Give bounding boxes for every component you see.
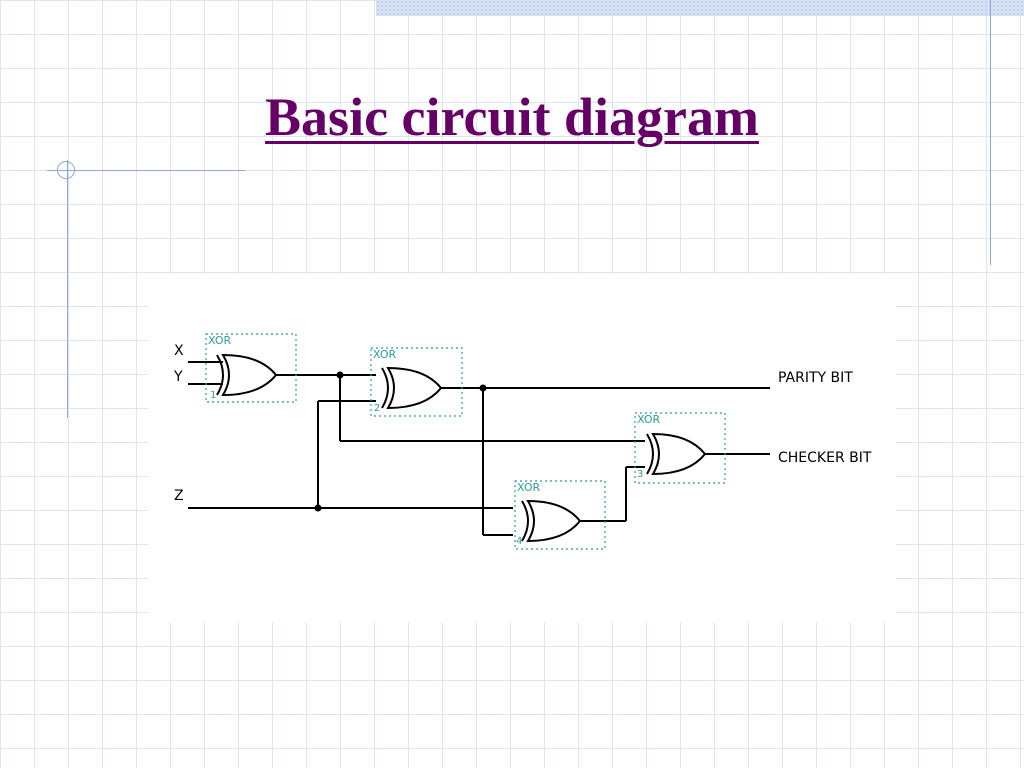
gate-number-label: 4 [516, 536, 522, 547]
circuit-diagram-svg: XOR 1 XOR 2 XOR 3 XOR 4 [173, 333, 872, 550]
gate-box-1 [205, 333, 297, 403]
xor-gate-body [526, 499, 582, 543]
gate-box-3 [634, 412, 726, 484]
junction-dot-3 [314, 504, 322, 512]
junction-dot-1 [336, 371, 344, 379]
gate-type-label: XOR [373, 348, 396, 361]
xor-back-curve [216, 354, 224, 396]
xor-back-curve [381, 367, 389, 409]
top-decorative-band [376, 0, 1024, 16]
gate-type-label: XOR [637, 413, 660, 426]
xor-back-curve [521, 500, 529, 542]
gate-number-label: 3 [637, 469, 643, 480]
xor-gate-body [386, 366, 443, 410]
gate-box-4 [514, 480, 606, 550]
junction-dot-2 [479, 384, 487, 392]
output-label-parity-bit: PARITY BIT [778, 370, 853, 386]
gate-number-label: 1 [210, 390, 216, 401]
slide-title: Basic circuit diagram [265, 87, 759, 147]
input-label-z: Z [174, 488, 184, 504]
gate-box-2 [370, 347, 463, 417]
circuit-diagram: XOR 1 XOR 2 XOR 3 XOR 4 [148, 274, 896, 622]
xor-gate-2: XOR 2 [370, 347, 463, 417]
output-label-checker-bit: CHECKER BIT [778, 450, 872, 466]
gate-number-label: 2 [374, 403, 380, 414]
xor-gate-3: XOR 3 [634, 412, 726, 484]
guide-circle [57, 161, 75, 179]
right-guide-line [990, 0, 991, 265]
input-label-y: Y [173, 369, 183, 385]
vertical-guide-line [67, 160, 68, 418]
xor-gate-body [221, 353, 278, 397]
gate-type-label: XOR [208, 334, 231, 347]
xor-back-curve [646, 433, 654, 475]
xor-gate-4: XOR 4 [514, 480, 606, 550]
xor-gate-body [651, 432, 707, 476]
horizontal-guide-line [47, 170, 245, 171]
input-label-x: X [174, 343, 184, 359]
gate-type-label: XOR [517, 481, 540, 494]
xor-gate-1: XOR 1 [205, 333, 297, 403]
